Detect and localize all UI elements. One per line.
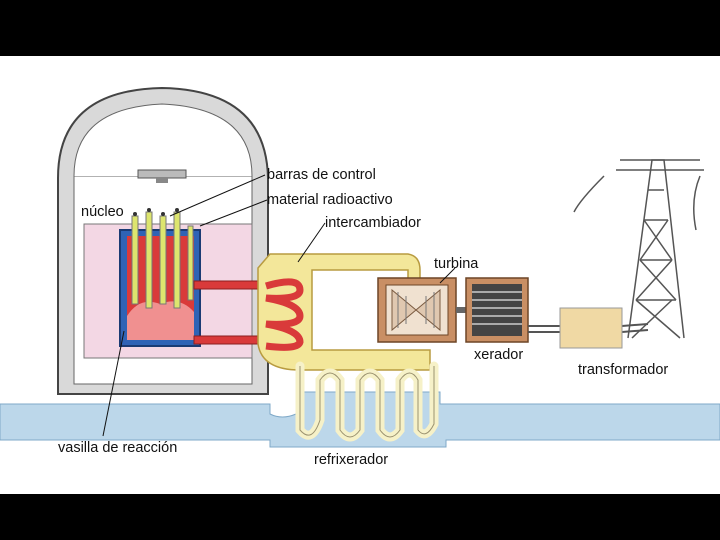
- bottom-letterbox: [0, 494, 720, 540]
- generator: [465, 277, 529, 343]
- label-xerador: xerador: [474, 347, 523, 363]
- condenser-coil: [295, 361, 439, 442]
- turbine: [377, 277, 457, 343]
- turbine-shaft: [456, 307, 466, 313]
- transmission-tower: [573, 159, 704, 339]
- label-turbina: turbina: [434, 256, 479, 272]
- label-intercambiador: intercambiador: [325, 215, 421, 231]
- label-material-radioactivo: material radioactivo: [267, 192, 393, 208]
- label-refrixerador: refrixerador: [314, 452, 388, 468]
- label-vasilla-de-reaccion: vasilla de reacción: [58, 440, 177, 456]
- top-letterbox: [0, 0, 720, 56]
- transformer: [559, 307, 623, 349]
- label-barras-de-control: barras de control: [267, 167, 376, 183]
- label-nucleo: núcleo: [81, 204, 124, 220]
- heat-exchanger: [257, 253, 431, 371]
- power-cables: [528, 323, 649, 333]
- label-transformador: transformador: [578, 362, 668, 378]
- leader-lines: [102, 174, 456, 437]
- crane-mechanism: [137, 169, 187, 179]
- control-rods: [131, 208, 194, 309]
